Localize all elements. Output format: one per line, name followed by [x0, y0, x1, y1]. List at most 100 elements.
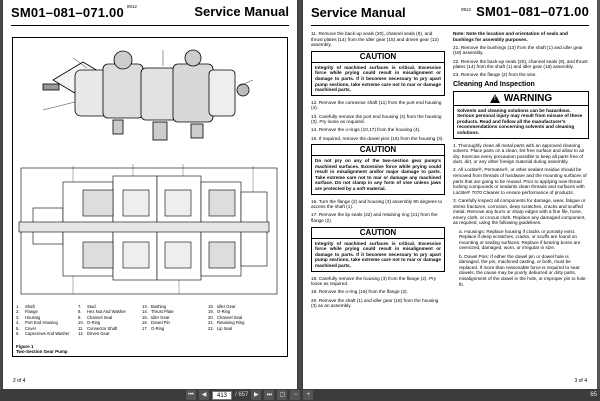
page-navigation: ⏮ ◀ 413 / 657 ▶ ⏭ ▢ − + [186, 390, 314, 400]
legend-number: 11. [78, 325, 84, 331]
legend-number: 16. [142, 320, 148, 326]
legend-number: 6. [16, 331, 20, 337]
legend-item: 20.Channel Seal [208, 315, 244, 320]
legend-item: 14.Thrust Plate [142, 309, 174, 314]
legend-label: Dowel Pin [151, 320, 170, 326]
legend-number: 2. [16, 309, 20, 315]
legend-label: Driven Gear [87, 331, 110, 337]
date-code: 0912 [460, 7, 471, 12]
step-15: 15. If required, remove the dowel pins (… [311, 135, 444, 141]
step-20: 20. Remove the shaft (1) and idler gear … [311, 297, 439, 309]
legend-item: 1. Shaft [16, 304, 70, 309]
warning-body: Solvents and cleaning solutions can be h… [457, 107, 583, 135]
assembly-note: Note: Note the location and orientation … [453, 31, 568, 42]
legend-number: 8. [78, 309, 82, 315]
legend-item: 3. Housing [16, 315, 70, 320]
caution-body: Do not pry on any of the two-section gea… [315, 158, 441, 192]
step-12: 12. Remove the connector shaft (11) from… [311, 99, 442, 111]
manual-title: Service Manual [311, 5, 406, 20]
legend-item: 5.Cover [16, 326, 70, 331]
legend-item: 12.Driven Gear [78, 331, 126, 336]
caution-title: CAUTION [312, 52, 444, 63]
legend-item: 16.Dowel Pin [142, 320, 174, 325]
legend-item: 4.Port End Housing [16, 320, 70, 325]
legend-item: 17.O-Ring [142, 326, 174, 331]
legend-item: 15.Idler Gear [142, 315, 174, 320]
legend-item: 7. Stud [78, 304, 126, 309]
zoom-out-icon[interactable]: − [290, 390, 301, 400]
caution-body: Integrity of machined surfaces is critic… [315, 64, 441, 93]
vertical-scrollbar[interactable] [597, 0, 600, 389]
warning-triangle-icon: ! [489, 93, 500, 103]
legend-label: Channel Seal [87, 314, 113, 320]
legend-label: Bushing [151, 304, 167, 309]
legend-label: O-Ring [151, 325, 165, 331]
manual-title: Service Manual [194, 4, 289, 19]
legend-number: 13. [142, 304, 148, 309]
left-column: 11. Remove the back-up seals (20), chann… [311, 31, 445, 311]
right-page-header: Service Manual 0912 SM01–081–071.00 [311, 4, 589, 26]
caution-title: CAUTION [312, 145, 444, 157]
step-23: 23. Remove the flange (2) from the vise. [453, 72, 537, 78]
figure-title: Two-Section Gear Pump [16, 349, 68, 354]
legend-label: Hex Nut And Washer [87, 309, 126, 315]
caution-body: Integrity of machined surfaces is critic… [315, 240, 441, 268]
legend-number: 22. [208, 325, 214, 331]
legend-label: Shaft [25, 304, 35, 309]
legend-label: Retaining Ring [217, 320, 245, 326]
caution-title: CAUTION [312, 228, 444, 239]
legend-number: 7. [78, 304, 82, 309]
legend-column: 7. Stud 8. Hex Nut And Washer 9. Channel Seal… [78, 304, 126, 336]
legend-label: Idler Gear [151, 314, 170, 320]
legend-label: Port End Housing [25, 320, 58, 326]
legend-number: 3. [16, 314, 20, 320]
legend-label: Idler Gear [217, 304, 236, 309]
legend-label: Connector Shaft [87, 325, 118, 331]
step-14: 14. Remove the o-rings (10,17) from the … [311, 127, 421, 133]
legend-label: Thrust Plate [151, 309, 174, 315]
last-page-icon[interactable]: ⏭ [264, 390, 275, 400]
warning-title: WARNING [503, 92, 553, 104]
legend-label: Flange [25, 309, 38, 315]
previous-page-icon[interactable]: ◀ [199, 390, 209, 400]
legend-number: 18. [208, 304, 214, 309]
legend-label: Channel Seal [217, 314, 243, 320]
zoom-in-icon[interactable]: + [303, 390, 314, 400]
legend-number: 10. [78, 320, 84, 326]
cleaning-step-3b: b. Dowel Pins: If either the dowel pin o… [459, 253, 586, 287]
legend-number: 15. [142, 314, 148, 320]
page-number-input[interactable]: 413 [212, 390, 232, 400]
date-code: 0912 [126, 4, 137, 9]
step-13: 13. Carefully remove the port end housin… [311, 113, 442, 125]
page-footer: 2 of 4 [13, 378, 26, 384]
legend-label: Stud [87, 304, 96, 309]
page-total: / 657 [235, 392, 249, 398]
legend-label: Housing [25, 314, 41, 320]
legend-item: 22.Lip Seal [208, 326, 244, 331]
step-11: 11. Remove the back-up seals (20), chann… [311, 31, 439, 48]
legend-item: 6.Capscrews And Washer [16, 331, 70, 336]
legend-item: 18.Idler Gear [208, 304, 244, 309]
step-22: 22. Remove the back-up seals (20), chann… [453, 58, 588, 70]
legend-number: 17. [142, 325, 148, 331]
legend-item: 19.O-Ring [208, 309, 244, 314]
caution-box-1: CAUTION Integrity of machined surfaces i… [311, 50, 445, 96]
figure-number: Figure 1 [16, 344, 34, 349]
legend-item: 13.Bushing [142, 304, 174, 309]
caution-box-2: CAUTION Do not pry on any of the two-sec… [311, 144, 445, 195]
fit-page-icon[interactable]: ▢ [277, 390, 288, 400]
legend-number: 9. [78, 314, 82, 320]
warning-box: ! WARNING Solvents and cleaning solution… [453, 90, 589, 139]
step-17: 17. Remove the lip seals (22) and retain… [311, 212, 438, 224]
step-19: 19. Remove the o-ring (19) from the flan… [311, 289, 408, 295]
legend-number: 1. [16, 304, 20, 309]
legend-item: 11.Connector Shaft [78, 326, 126, 331]
next-page-icon[interactable]: ▶ [251, 390, 262, 400]
first-page-icon[interactable]: ⏮ [186, 390, 196, 400]
cleaning-step-1: 1. Thoroughly clean all metal parts with… [453, 142, 585, 165]
legend-label: Lip Seal [217, 325, 233, 331]
